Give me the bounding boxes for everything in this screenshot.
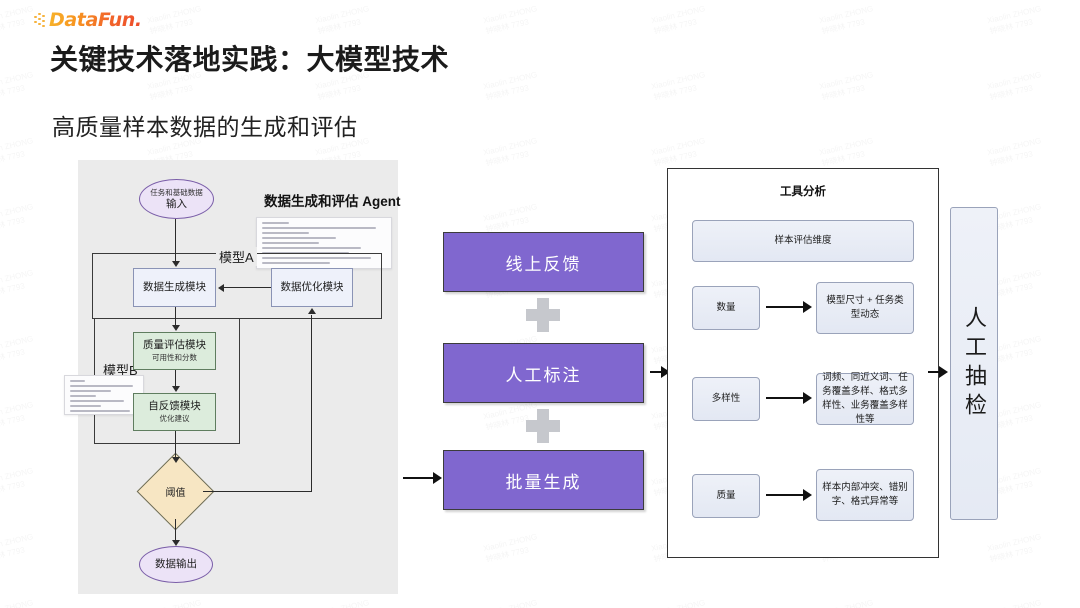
arrow-stack-to-tool-analysis [650,366,672,378]
node-threshold-label: 阈值 [165,488,186,499]
edge-feedback-to-threshold [175,431,177,458]
node-quality-assessment-label: 质量评估模块 [143,339,206,352]
stack-box-online-feedback[interactable]: 线上反馈 [443,232,644,292]
page-title: 关键技术落地实践：大模型技术 [50,44,450,75]
arrow-left-to-batch [403,472,443,484]
edge-threshold-to-output [175,519,177,541]
arrowhead-quality-feedback [171,386,180,392]
node-input: 任务和基础数据 输入 [139,179,214,219]
row-key-quality: 质量 [692,474,760,518]
node-input-sub: 输入 [166,197,187,210]
row-value-diversity: 词频、同近义词、任务覆盖多样、格式多样性、业务覆盖多样性等 [816,372,914,425]
node-quality-assessment-sub: 可用性和分数 [152,353,197,363]
node-data-optimization: 数据优化模块 [271,268,353,307]
node-self-feedback-label: 自反馈模块 [148,400,201,413]
sample-evaluation-dimension-box: 样本评估维度 [692,220,914,262]
logo-wordmark: DataFun. [49,9,142,31]
tool-analysis-panel: 工具分析 样本评估维度 数量 模型尺寸 + 任务类型动态 多样性 词频、同近义词… [667,168,939,558]
datafun-logo: DataFun. [34,9,142,31]
row-value-quality: 样本内部冲突、错别字、格式异常等 [816,469,914,521]
node-output: 数据输出 [139,546,213,583]
edge-dataopt-to-datagen [224,287,271,289]
manual-spot-check-box: 人工抽检 [950,207,998,520]
arrowhead-dataopt-datagen [218,283,224,292]
arrowhead-datagen-quality [171,325,180,331]
stack-box-batch-generation[interactable]: 批量生成 [443,450,644,510]
arrowhead-threshold-output [171,540,180,546]
code-snippet-thumbnail-right [256,217,392,269]
edge-threshold-loop-horizontal [203,491,312,493]
edge-threshold-loop-vertical [311,315,313,492]
code-snippet-thumbnail-left [64,375,144,415]
node-data-generation: 数据生成模块 [133,268,216,307]
node-data-generation-label: 数据生成模块 [143,280,206,293]
arrow-row-3 [766,489,814,501]
arrowhead-input-datagen [171,261,180,267]
node-input-main: 任务和基础数据 [150,188,203,198]
logo-dots-icon [34,12,48,28]
group-model-b-label: 模型B [100,360,141,379]
row-key-diversity: 多样性 [692,377,760,421]
node-self-feedback-sub: 优化建议 [159,414,190,424]
node-threshold: 阈值 [136,452,215,531]
arrow-tool-analysis-to-final [928,366,950,378]
agent-title: 数据生成和评估 Agent [264,194,401,209]
plus-icon-2 [526,409,560,443]
arrowhead-loop-dataopt [307,308,316,314]
edge-datagen-to-quality [175,307,177,326]
manual-spot-check-label: 人工抽检 [962,305,987,422]
group-model-a-label: 模型A [216,247,257,266]
edge-quality-to-feedback [175,370,177,387]
left-diagram-panel: 数据生成和评估 Agent 模型A 模型B 任务和基础数据 输入 数据生成模块 [64,160,401,594]
plus-icon-1 [526,298,560,332]
node-output-label: 数据输出 [155,557,197,570]
arrow-row-1 [766,301,814,313]
node-quality-assessment: 质量评估模块 可用性和分数 [133,332,216,370]
arrowhead-feedback-threshold [171,457,180,463]
stack-box-manual-annotation[interactable]: 人工标注 [443,343,644,403]
edge-input-to-datagen [175,219,177,262]
node-data-optimization-label: 数据优化模块 [280,280,344,293]
node-self-feedback: 自反馈模块 优化建议 [133,393,216,431]
page-subtitle: 高质量样本数据的生成和评估 [52,114,358,140]
tool-analysis-title: 工具分析 [780,186,826,198]
row-value-quantity: 模型尺寸 + 任务类型动态 [816,282,914,334]
row-key-quantity: 数量 [692,286,760,330]
arrow-row-2 [766,392,814,404]
